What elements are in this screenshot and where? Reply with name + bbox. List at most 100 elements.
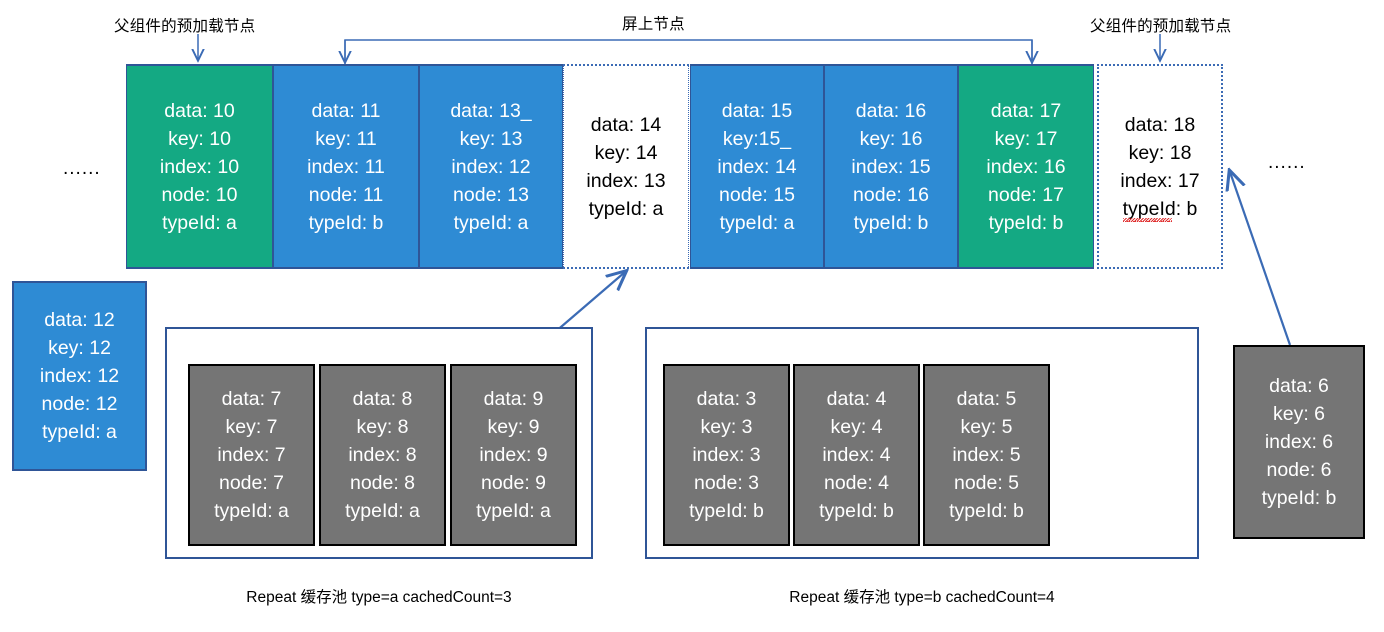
card-data: data: 9 [483,388,544,410]
card-typeid: typeId: a [476,500,551,522]
card-data: data: 13_ [450,99,532,122]
card-key: key: 10 [168,127,231,150]
card-node: node: 5 [953,472,1020,494]
pool-a-card-7[interactable]: data: 7 key: 7 index: 7 node: 7 typeId: … [188,364,315,546]
card-typeid: typeId: b [819,500,894,522]
card-key: key: 8 [356,416,409,438]
bracket-onscreen-nodes [345,39,1032,64]
card-typeid: typeId: a [162,211,237,234]
card-node: node: 8 [349,472,416,494]
card-node: node: 10 [161,183,238,206]
card-typeid: typeId: a [453,211,529,234]
card-key: key: 16 [859,127,923,150]
card-typeid: typeId: b [689,500,764,522]
pool-a-card-8[interactable]: data: 8 key: 8 index: 8 node: 8 typeId: … [319,364,446,546]
cache-pool-b-caption: Repeat 缓存池 type=b cachedCount=4 [789,589,1055,606]
card-index: index: 9 [479,444,548,466]
card-data: data: 12 [44,309,115,331]
card-key: key: 5 [960,416,1013,438]
card-node: node: 13 [453,183,529,206]
card-data: data: 7 [221,388,282,410]
pool-b-card-5[interactable]: data: 5 key: 5 index: 5 node: 5 typeId: … [923,364,1050,546]
card-node: node: 9 [480,472,547,494]
card-node: node: 11 [308,183,384,206]
arrow-card-6-to-card-18 [1230,172,1292,346]
card-node: node: 6 [1266,459,1332,481]
card-data: data: 8 [352,388,413,410]
card-key: key: 9 [487,416,540,438]
card-index: index: 3 [692,444,761,466]
card-node: node: 4 [823,472,890,494]
label-onscreen-nodes: 屏上节点 [622,16,685,33]
card-data: data: 14 [590,113,662,136]
card-index: index: 11 [307,155,385,178]
card-index: index: 6 [1264,431,1334,453]
card-index: index: 14 [717,155,797,178]
card-typeid: typeId: a [719,211,795,234]
card-key: key: 17 [994,127,1058,150]
node-card-13[interactable]: data: 13_ key: 13 index: 12 node: 13 typ… [419,64,563,269]
card-data: data: 6 [1269,375,1329,397]
pool-a-card-9[interactable]: data: 9 key: 9 index: 9 node: 9 typeId: … [450,364,577,546]
card-typeid: typeId: b [1122,195,1197,223]
card-data: data: 5 [956,388,1017,410]
card-index: index: 16 [986,155,1066,178]
card-data: data: 17 [990,99,1062,122]
detached-node-card-6[interactable]: data: 6 key: 6 index: 6 node: 6 typeId: … [1233,345,1365,539]
card-index: index: 12 [39,365,120,387]
card-data: data: 15 [721,99,793,122]
card-index: index: 12 [451,155,531,178]
card-typeid: typeId: b [853,211,929,234]
card-key: key:15_ [722,127,792,150]
card-data: data: 11 [311,99,381,122]
card-typeid: typeId: b [988,211,1064,234]
card-key: key: 18 [1128,141,1192,164]
card-node: node: 15 [719,183,795,206]
card-index: index: 15 [851,155,931,178]
card-data: data: 10 [164,99,235,122]
card-key: key: 6 [1272,403,1326,425]
pool-b-card-4[interactable]: data: 4 key: 4 index: 4 node: 4 typeId: … [793,364,920,546]
card-typeid: typeId: b [308,211,384,234]
card-index: index: 10 [159,155,240,178]
card-typeid: typeId: a [345,500,420,522]
card-key: key: 11 [315,127,377,150]
card-data: data: 4 [826,388,887,410]
card-index: index: 17 [1120,169,1200,192]
node-card-18[interactable]: data: 18 key: 18 index: 17 typeId: b [1097,64,1223,269]
card-node: node: 7 [218,472,285,494]
card-key: key: 4 [830,416,883,438]
cache-pool-a-caption: Repeat 缓存池 type=a cachedCount=3 [246,589,512,606]
card-data: data: 3 [696,388,757,410]
node-card-10[interactable]: data: 10 key: 10 index: 10 node: 10 type… [126,64,273,269]
detached-node-card-12[interactable]: data: 12 key: 12 index: 12 node: 12 type… [12,281,147,471]
right-ellipsis: ...... [1268,152,1306,173]
pool-b-card-3[interactable]: data: 3 key: 3 index: 3 node: 3 typeId: … [663,364,790,546]
card-node: node: 12 [41,393,118,415]
card-data: data: 16 [855,99,927,122]
card-index: index: 8 [348,444,417,466]
card-node: node: 16 [853,183,929,206]
card-key: key: 13 [459,127,523,150]
node-card-15[interactable]: data: 15 key:15_ index: 14 node: 15 type… [690,64,824,269]
card-typeid: typeId: a [214,500,289,522]
card-key: key: 3 [700,416,753,438]
card-index: index: 7 [217,444,286,466]
node-card-14[interactable]: data: 14 key: 14 index: 13 typeId: a [563,64,689,269]
left-ellipsis: ...... [63,158,101,179]
card-typeid: typeId: b [1261,487,1337,509]
card-index: index: 13 [586,169,666,192]
card-node: node: 3 [693,472,760,494]
label-left-preload-nodes: 父组件的预加载节点 [114,18,256,35]
card-index: index: 4 [822,444,891,466]
node-card-16[interactable]: data: 16 key: 16 index: 15 node: 16 type… [824,64,958,269]
node-card-17[interactable]: data: 17 key: 17 index: 16 node: 17 type… [958,64,1094,269]
card-typeid: typeId: a [588,197,664,220]
card-data: data: 18 [1124,113,1196,136]
card-key: key: 7 [225,416,278,438]
card-typeid: typeId: a [42,421,117,443]
node-card-11[interactable]: data: 11 key: 11 index: 11 node: 11 type… [273,64,419,269]
card-key: key: 12 [48,337,111,359]
card-node: node: 17 [988,183,1064,206]
